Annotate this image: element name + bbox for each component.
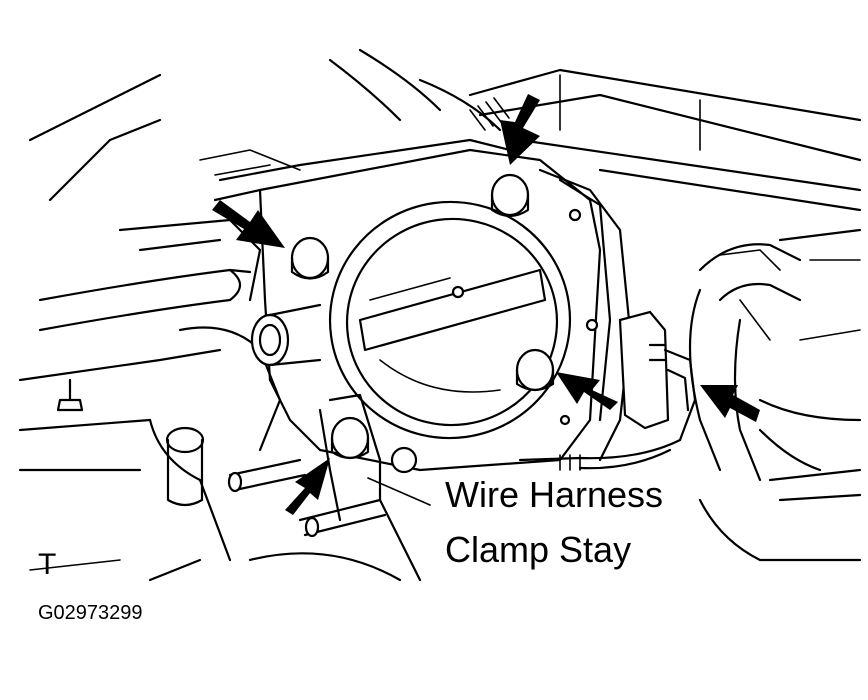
arrow-bottom (285, 458, 330, 515)
arrow-left (212, 200, 285, 248)
arrow-center (556, 372, 618, 410)
callout-label-line1: Wire Harness (445, 474, 664, 515)
corner-mark: T (38, 548, 57, 581)
figure-code: G02973299 (38, 602, 143, 624)
bolt-left (290, 236, 330, 280)
callout-label-line2: Clamp Stay (445, 529, 632, 570)
bolt-top (490, 173, 530, 218)
arrow-top (500, 94, 540, 165)
bolt-center (515, 348, 555, 392)
background-engine-parts (18, 48, 862, 582)
throttle-body (213, 138, 697, 522)
bolt-bottom (330, 416, 370, 460)
arrow-connector (700, 385, 760, 422)
